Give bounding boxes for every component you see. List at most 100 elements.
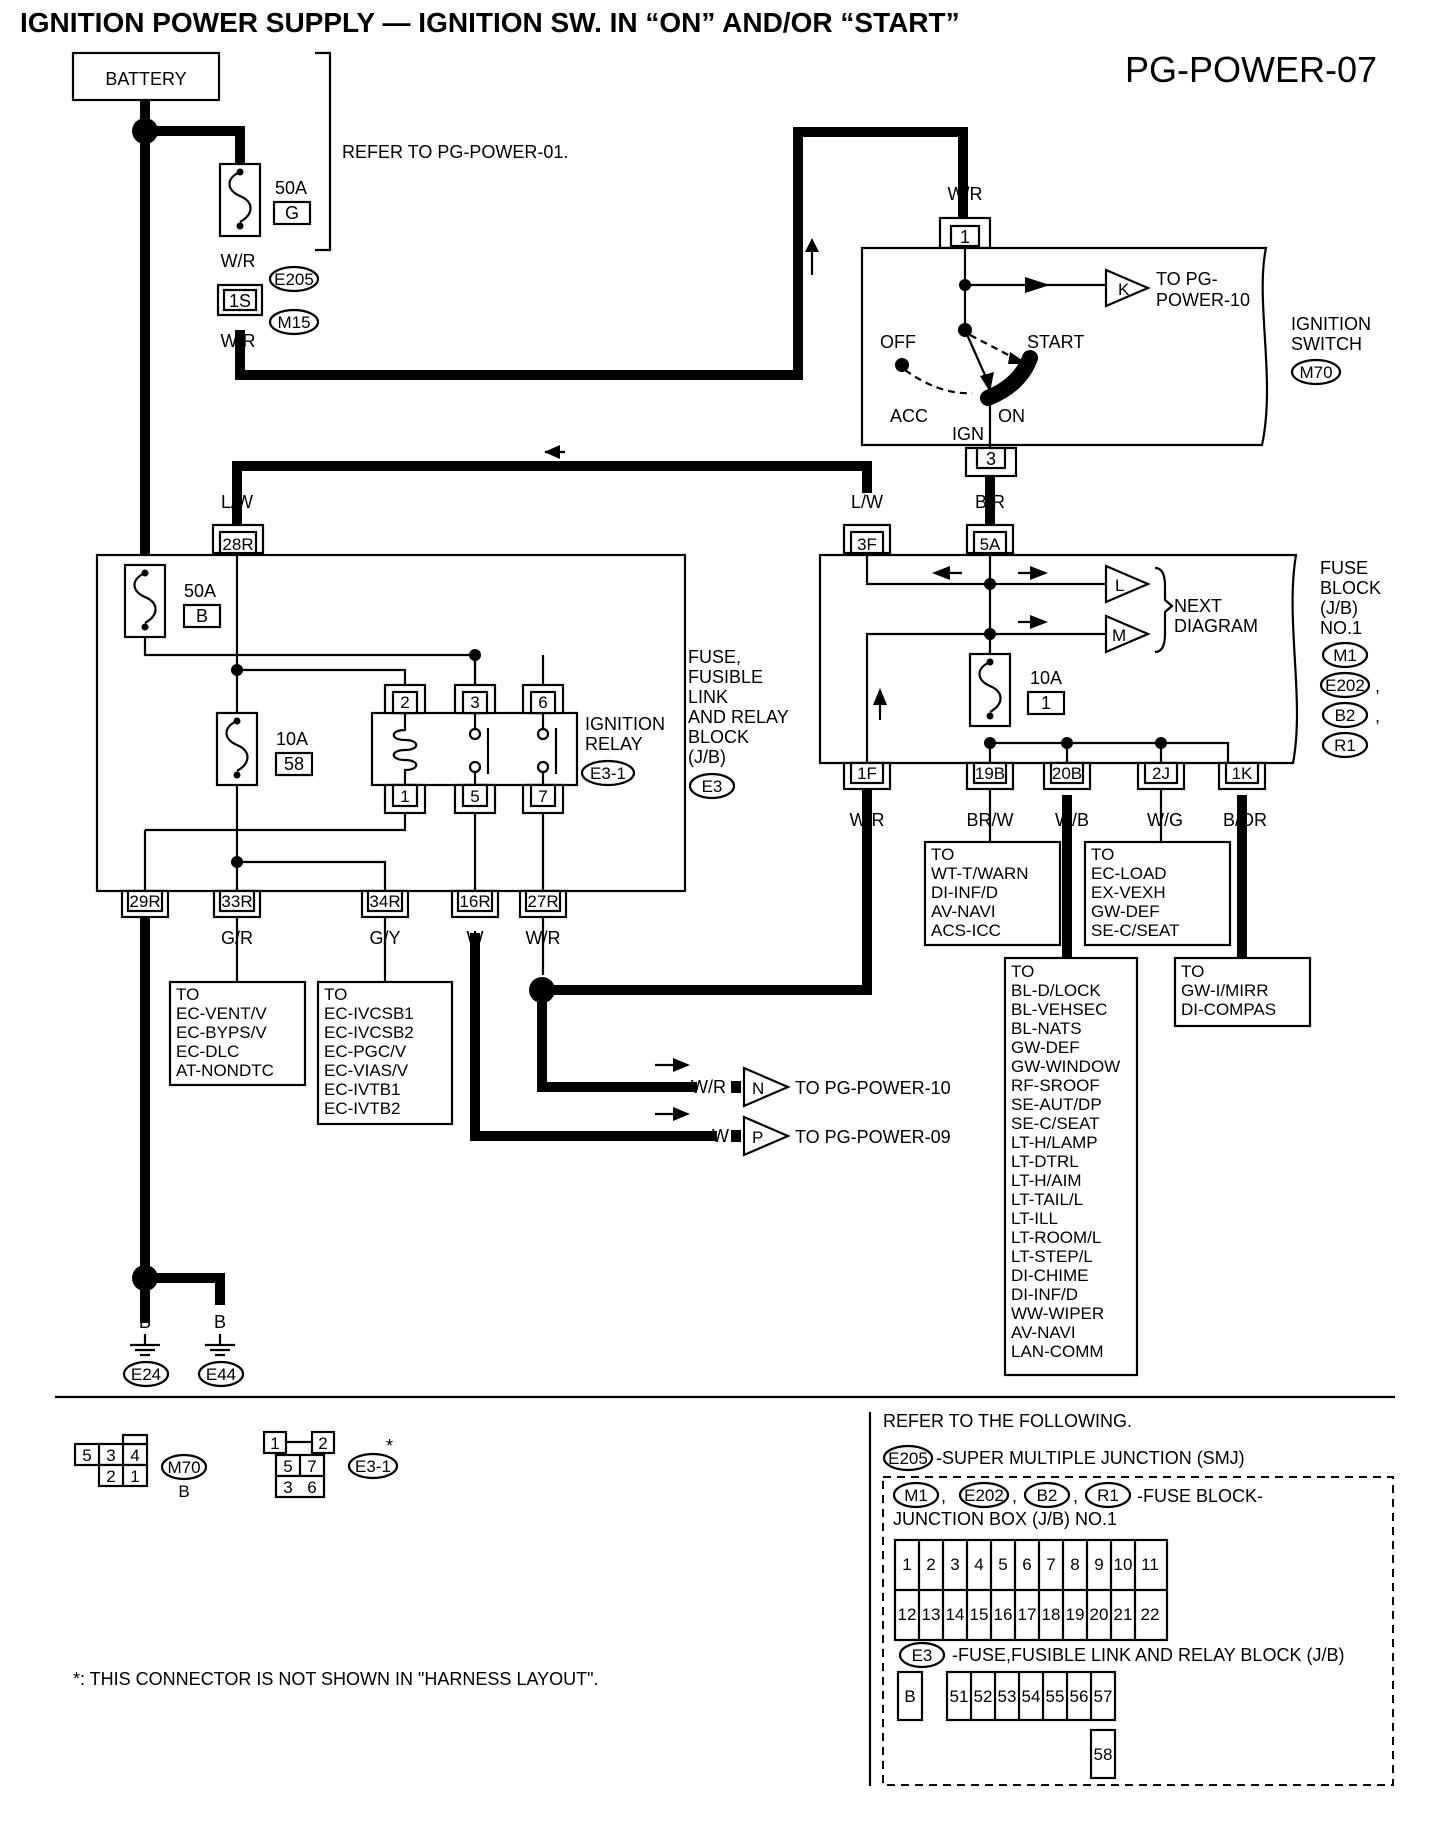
terminal-ignsw-3: 3 <box>986 449 996 469</box>
dest-gr-item: EC-BYPS/V <box>176 1023 267 1042</box>
dest-wb-item: SE-C/SEAT <box>1011 1114 1099 1133</box>
wire-br-5a: B/R <box>975 492 1005 512</box>
legend-m1-badge <box>892 1481 940 1509</box>
jb1-bottom-connectors <box>842 761 1267 791</box>
relay-pin-3: 3 <box>470 693 479 712</box>
dest-gr-item: EC-VENT/V <box>176 1004 267 1023</box>
m70-pin: 4 <box>130 1446 139 1465</box>
refer-pg01-label: REFER TO PG-POWER-01. <box>342 142 568 162</box>
fuse-grid-cell: 8 <box>1070 1555 1079 1574</box>
legend-r1-badge <box>1084 1481 1132 1509</box>
fuse-block-jb1 <box>818 553 1299 765</box>
fuse-50a-g-idbox <box>272 200 312 226</box>
fuse-10a-1-idbox <box>1026 690 1066 716</box>
dest-wb-item: LT-TAIL/L <box>1011 1190 1083 1209</box>
svg-text:,: , <box>1073 1486 1078 1506</box>
arrow-m-letter: M <box>1112 626 1126 645</box>
arrow-p-shape <box>742 1115 791 1157</box>
fuse-10a-58-amp: 10A <box>276 729 308 749</box>
battery-splice-dot <box>132 118 158 144</box>
fuse-grid-cell: 14 <box>946 1605 965 1624</box>
ignsw-off-label: OFF <box>880 332 916 352</box>
dest-gy-item: TO <box>324 985 347 1004</box>
diagram-title: IGNITION POWER SUPPLY — IGNITION SW. IN … <box>20 7 960 38</box>
connector-b2-badge <box>1321 701 1369 729</box>
legend-e31-badge <box>347 1452 399 1480</box>
connector-m1-label: M1 <box>1333 646 1357 665</box>
svg-text:,: , <box>941 1486 946 1506</box>
wire-gy-34r: G/Y <box>369 928 400 948</box>
fuse-grid-cell: 3 <box>950 1555 959 1574</box>
dest-bor-item: DI-COMPAS <box>1181 1000 1276 1019</box>
connector-m15-badge <box>268 308 320 336</box>
dest-gy-item: EC-IVCSB1 <box>324 1004 414 1023</box>
wire-wr-m15: W/R <box>221 331 256 351</box>
terminal-3f: 3F <box>857 535 877 554</box>
refer-bracket <box>315 51 332 252</box>
fuse-grid-row1: 1 2 3 4 5 6 7 8 9 10 11 <box>902 1555 1159 1574</box>
dest-wb-item: LT-DTRL <box>1011 1152 1079 1171</box>
fuse-grid-cell: 1 <box>902 1555 911 1574</box>
wire-w-16r: W <box>467 928 484 948</box>
dest-wb-item: DI-CHIME <box>1011 1266 1088 1285</box>
diagram-code: PG-POWER-07 <box>1125 49 1377 90</box>
connector-m1-badge <box>1321 641 1369 669</box>
fuse-grid-cell: 19 <box>1066 1605 1085 1624</box>
wire-wr-27r: W/R <box>526 928 561 948</box>
arrow-k-shape <box>1104 268 1151 308</box>
dest-brw-item: WT-T/WARN <box>931 864 1029 883</box>
legend-dashed-box <box>882 1476 1394 1786</box>
m70-pin: 2 <box>106 1467 115 1486</box>
dest-wb-item: GW-WINDOW <box>1011 1057 1120 1076</box>
legend-m70-color: B <box>178 1482 189 1501</box>
wire-bor-1k: B/OR <box>1223 810 1267 830</box>
fuse-50a-g-id: G <box>285 203 299 223</box>
arrow-p-letter: P <box>752 1128 763 1147</box>
legend-e205-label: E205 <box>888 1449 928 1468</box>
dest-brw-box <box>923 840 1062 947</box>
dest-bor-list: TO GW-I/MIRR DI-COMPAS <box>1181 962 1276 1019</box>
fuse-block-label-4: NO.1 <box>1320 618 1362 638</box>
dest-wb-box <box>1003 956 1139 1377</box>
arrow-k-letter: K <box>1118 280 1130 299</box>
dest-gy-item: EC-VIAS/V <box>324 1061 409 1080</box>
fuse-grid-row2: 12 13 14 15 16 17 18 19 20 21 22 <box>898 1605 1160 1624</box>
fuse-block-grid <box>893 1538 1169 1642</box>
connector-e31-badge <box>580 759 636 787</box>
terminal-16r: 16R <box>459 892 490 911</box>
wr-splice-dot <box>529 977 555 1003</box>
svg-text:,: , <box>1375 706 1380 726</box>
dest-wb-item: LT-ILL <box>1011 1209 1058 1228</box>
ignsw-acc-label: ACC <box>890 406 928 426</box>
wire-wb-20b: W/B <box>1055 810 1089 830</box>
dest-wb-item: LAN-COMM <box>1011 1342 1104 1361</box>
fuse-grid-cell: 6 <box>1022 1555 1031 1574</box>
connector-e205-label: E205 <box>274 270 314 289</box>
fflrb-label-2: FUSIBLE <box>688 667 763 687</box>
relay-pin-5: 5 <box>470 787 479 806</box>
terminal-34r: 34R <box>369 892 400 911</box>
terminal-19b: 19B <box>975 764 1005 783</box>
legend-e205-badge <box>882 1444 934 1472</box>
legend-m70-label: M70 <box>167 1458 200 1477</box>
dest-wg-item: TO <box>1091 845 1114 864</box>
relay-pin-7: 7 <box>538 787 547 806</box>
dest-wb-item: WW-WIPER <box>1011 1304 1104 1323</box>
dest-wb-item: SE-AUT/DP <box>1011 1095 1102 1114</box>
wire-w-p: W <box>712 1126 729 1146</box>
next-diagram-2: DIAGRAM <box>1174 616 1258 636</box>
arrow-m-shape <box>1104 614 1151 654</box>
terminal-1k: 1K <box>1232 764 1253 783</box>
arrow-l-shape <box>1104 564 1151 604</box>
ign-relay-label-1: IGNITION <box>585 714 665 734</box>
ground-splice-dot <box>132 1265 158 1291</box>
dest-bor-item: TO <box>1181 962 1204 981</box>
e3-fuse-cell: 52 <box>974 1687 993 1706</box>
e31-pin: 6 <box>307 1478 316 1497</box>
wire-wr-ignsw: W/R <box>948 184 983 204</box>
wire-wr-n: W/R <box>691 1077 726 1097</box>
dest-wb-item: GW-DEF <box>1011 1038 1080 1057</box>
dest-wb-item: LT-ROOM/L <box>1011 1228 1101 1247</box>
e3-fuse-cell: 51 <box>950 1687 969 1706</box>
ignsw-name-2: SWITCH <box>1291 334 1362 354</box>
